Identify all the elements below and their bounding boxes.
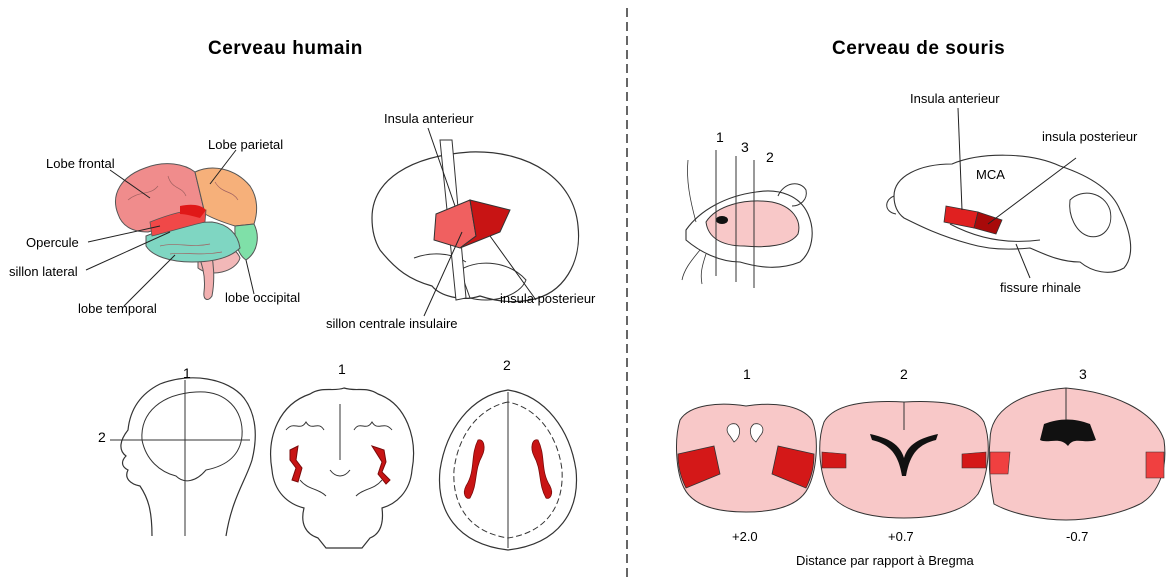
mouse-plane-2-number: 2: [766, 150, 774, 164]
axial-section-number: 2: [503, 358, 511, 372]
mouse-plane-1-number: 1: [716, 130, 724, 144]
mouse-section-2-number: 2: [900, 367, 908, 381]
mouse-section-1-number: 1: [743, 367, 751, 381]
human-coronal-section: [271, 388, 414, 548]
head-plane-2-number: 2: [98, 430, 106, 444]
mouse-section-2: [820, 402, 989, 518]
label-mouse-insula-anterieur: Insula anterieur: [910, 92, 1000, 105]
label-sillon-centrale: sillon centrale insulaire: [326, 317, 458, 330]
mouse-section-3: [989, 388, 1165, 520]
head-profile: [110, 378, 255, 536]
mouse-sagittal-brain: [887, 155, 1131, 272]
mouse-section-3-number: 3: [1079, 367, 1087, 381]
mouse-section-1: [677, 404, 817, 512]
coronal-outline: [271, 388, 414, 548]
mouse-section-1-distance: +2.0: [732, 530, 758, 543]
mouse-plane-3-number: 3: [741, 140, 749, 154]
human-insula-brain: [372, 140, 579, 302]
section-2-insula-right: [962, 452, 986, 468]
brain-profile: [142, 392, 242, 481]
mouse-sagittal-outline: [894, 155, 1131, 272]
label-lobe-parietal: Lobe parietal: [208, 138, 283, 151]
label-opercule: Opercule: [26, 236, 79, 249]
label-insula-posterieur: insula posterieur: [500, 292, 595, 305]
label-fissure-rhinale: fissure rhinale: [1000, 281, 1081, 294]
coronal-section-number: 1: [338, 362, 346, 376]
head-outline: [121, 378, 255, 536]
label-lobe-temporal: lobe temporal: [78, 302, 157, 315]
mouse-eye: [716, 216, 728, 224]
human-axial-section: [440, 390, 577, 550]
mouse-section-3-distance: -0.7: [1066, 530, 1088, 543]
mouse-head: [682, 150, 812, 288]
label-mouse-insula-posterieur: insula posterieur: [1042, 130, 1137, 143]
label-lobe-frontal: Lobe frontal: [46, 157, 115, 170]
label-lobe-occipital: lobe occipital: [225, 291, 300, 304]
label-insula-anterieur: Insula anterieur: [384, 112, 474, 125]
section-3-insula-left: [990, 452, 1010, 474]
section-2-insula-left: [822, 452, 846, 468]
section-3-outline: [989, 388, 1165, 520]
mouse-section-2-distance: +0.7: [888, 530, 914, 543]
label-mca: MCA: [976, 168, 1005, 181]
section-3-insula-right: [1146, 452, 1164, 478]
bregma-caption: Distance par rapport à Bregma: [796, 554, 974, 567]
head-plane-1-number: 1: [183, 366, 191, 380]
label-sillon-lateral: sillon lateral: [9, 265, 78, 278]
